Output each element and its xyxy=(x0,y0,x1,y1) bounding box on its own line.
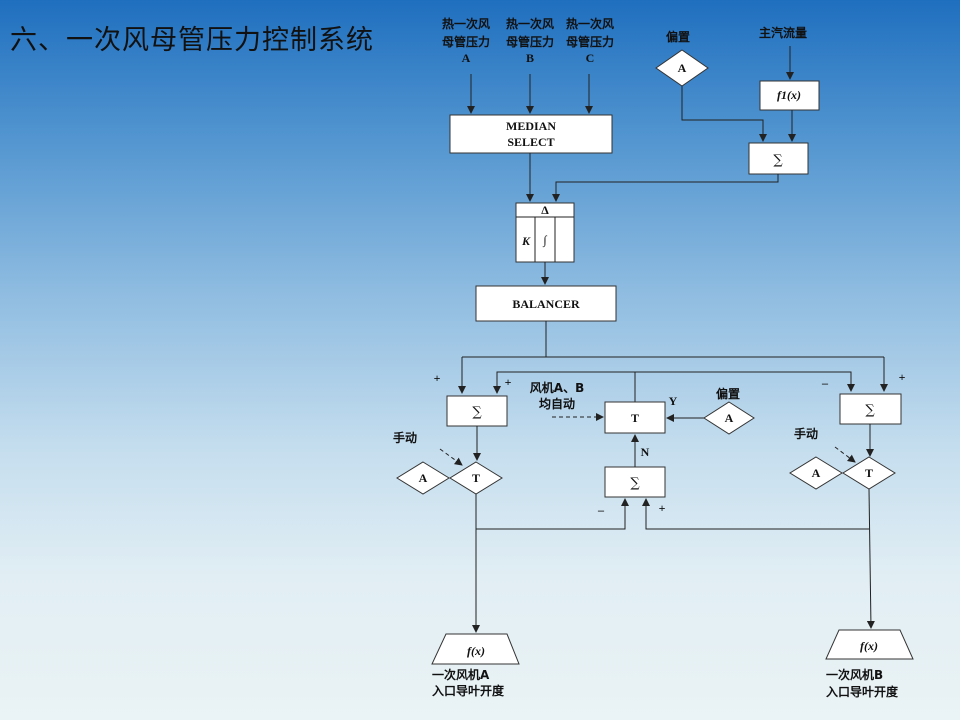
median-select-block: MEDIAN SELECT xyxy=(449,114,613,154)
output-label-fan-b: 一次风机B 入口导叶开度 xyxy=(826,667,899,699)
label-y: Y xyxy=(669,394,678,408)
svg-text:Δ: Δ xyxy=(541,203,549,217)
f1-function-block: f1(x) xyxy=(759,80,820,111)
svg-text:A: A xyxy=(812,466,821,480)
sum-block-middle: ∑ xyxy=(604,466,666,498)
svg-text:B: B xyxy=(526,51,534,65)
manual-label-left: 手动 xyxy=(393,430,417,445)
svg-text:母管压力: 母管压力 xyxy=(442,34,490,49)
bias-diamond-middle: A xyxy=(703,401,755,435)
auto-diamond-right: A xyxy=(789,456,843,490)
svg-text:均自动: 均自动 xyxy=(539,396,575,411)
sign-plus-left-1: + xyxy=(434,371,441,385)
label-n: N xyxy=(641,445,650,459)
svg-text:MEDIAN: MEDIAN xyxy=(506,119,556,133)
svg-text:热一次风: 热一次风 xyxy=(506,16,554,31)
svg-text:A: A xyxy=(462,51,471,65)
transfer-block-middle: T xyxy=(604,401,666,434)
svg-text:一次风机B: 一次风机B xyxy=(826,667,883,682)
bias-label-top: 偏置 xyxy=(666,29,690,44)
bias-label-middle: 偏置 xyxy=(716,386,740,401)
svg-text:母管压力: 母管压力 xyxy=(506,34,554,49)
input-label-a: 热一次风 母管压力 A xyxy=(442,16,490,65)
transfer-diamond-left: T xyxy=(449,461,503,495)
dashed-arrow-manual-right xyxy=(834,446,856,463)
arrow-bias-to-sum-left xyxy=(493,371,636,402)
fx-block-left: f(x) xyxy=(431,633,520,665)
svg-text:A: A xyxy=(725,411,734,425)
svg-text:SELECT: SELECT xyxy=(507,135,554,149)
arrow-bias-to-sum xyxy=(681,86,767,142)
sum-block-left: ∑ xyxy=(446,395,508,427)
dashed-arrow-manual-left xyxy=(439,448,463,466)
svg-text:∑: ∑ xyxy=(630,476,640,491)
fans-auto-label: 风机A、B 均自动 xyxy=(530,380,584,411)
svg-text:C: C xyxy=(586,51,595,65)
transfer-diamond-right: T xyxy=(842,456,896,490)
svg-text:热一次风: 热一次风 xyxy=(442,16,490,31)
svg-text:T: T xyxy=(472,471,480,485)
svg-text:f(x): f(x) xyxy=(467,644,485,658)
input-label-b: 热一次风 母管压力 B xyxy=(506,16,554,65)
svg-text:∫: ∫ xyxy=(542,233,547,247)
arrow-feedforward-to-pid xyxy=(552,174,779,202)
svg-text:A: A xyxy=(678,61,687,75)
svg-text:热一次风: 热一次风 xyxy=(566,16,614,31)
svg-text:母管压力: 母管压力 xyxy=(566,34,614,49)
auto-diamond-left: A xyxy=(396,461,450,495)
arrow-feedback-left xyxy=(476,498,629,530)
manual-label-right: 手动 xyxy=(794,426,818,441)
svg-text:∑: ∑ xyxy=(865,403,875,418)
svg-text:K: K xyxy=(521,234,531,248)
sum-block-top: ∑ xyxy=(748,142,809,175)
sign-minus-right: – xyxy=(821,376,829,390)
svg-text:BALANCER: BALANCER xyxy=(512,297,580,311)
pid-controller-block: Δ K ∫ xyxy=(515,202,575,263)
fx-block-right: f(x) xyxy=(825,629,914,660)
arrow-to-fx-right xyxy=(866,488,875,629)
main-steam-flow-label: 主汽流量 xyxy=(759,25,807,40)
svg-text:风机A、B: 风机A、B xyxy=(530,380,584,395)
svg-text:入口导叶开度: 入口导叶开度 xyxy=(432,683,505,698)
svg-text:入口导叶开度: 入口导叶开度 xyxy=(826,684,899,699)
page-title: 六、一次风母管压力控制系统 xyxy=(10,25,374,56)
svg-text:∑: ∑ xyxy=(773,153,783,168)
sign-minus-middle: – xyxy=(597,503,605,517)
output-label-fan-a: 一次风机A 入口导叶开度 xyxy=(432,667,505,698)
bias-diamond-top: A xyxy=(655,49,709,87)
svg-text:T: T xyxy=(865,466,873,480)
svg-text:A: A xyxy=(419,471,428,485)
sign-plus-right: + xyxy=(899,370,906,384)
balancer-block: BALANCER xyxy=(475,285,617,322)
sign-plus-left-2: + xyxy=(505,375,512,389)
svg-text:f(x): f(x) xyxy=(860,639,878,653)
sum-block-right: ∑ xyxy=(839,393,902,425)
input-label-c: 热一次风 母管压力 C xyxy=(566,16,614,65)
svg-text:T: T xyxy=(631,411,639,425)
sign-plus-middle: + xyxy=(659,501,666,515)
arrow-feedback-right xyxy=(642,498,869,530)
svg-text:一次风机A: 一次风机A xyxy=(432,667,490,682)
arrow-bias-to-sum-right xyxy=(635,371,855,392)
svg-text:f1(x): f1(x) xyxy=(777,88,801,102)
svg-text:∑: ∑ xyxy=(472,405,482,420)
